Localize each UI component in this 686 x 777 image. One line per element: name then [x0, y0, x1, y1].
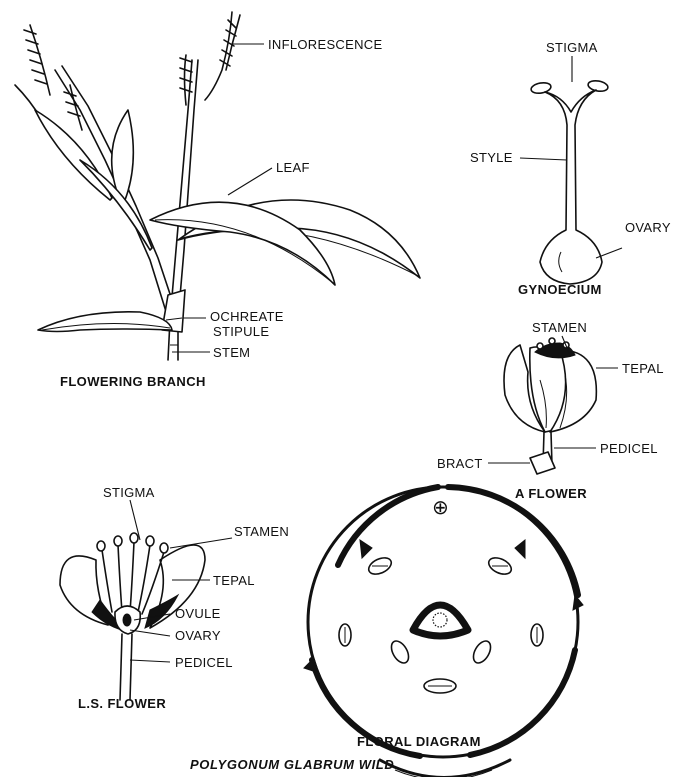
label-ls-ovary: OVARY [175, 628, 221, 643]
label-ochreate-stipule-line1: OCHREATE [210, 309, 284, 324]
label-gynoecium-style: STYLE [470, 150, 513, 165]
figure-title: POLYGONUM GLABRUM WILD [190, 757, 394, 772]
gynoecium-drawing [530, 79, 608, 284]
floral-formula-symbol: ⊕ [432, 495, 449, 519]
leaves [35, 110, 420, 332]
label-inflorescence: INFLORESCENCE [268, 37, 382, 52]
label-flower-stamen: STAMEN [532, 320, 587, 335]
label-ochreate-stipule-line2: STIPULE [213, 324, 269, 339]
label-gynoecium-stigma: STIGMA [546, 40, 598, 55]
caption-a-flower: A FLOWER [515, 486, 587, 501]
label-ls-pedicel: PEDICEL [175, 655, 233, 670]
label-leaf: LEAF [276, 160, 310, 175]
label-ls-stigma: STIGMA [103, 485, 155, 500]
label-ls-ovule: OVULE [175, 606, 221, 621]
flowering-branch-drawing [15, 12, 420, 360]
caption-flowering-branch: FLOWERING BRANCH [60, 374, 206, 389]
a-flower-drawing [504, 338, 596, 474]
label-ls-stamen: STAMEN [234, 524, 289, 539]
label-flower-bract: BRACT [437, 456, 483, 471]
label-flower-pedicel: PEDICEL [600, 441, 658, 456]
label-gynoecium-ovary: OVARY [625, 220, 671, 235]
caption-floral-diagram: FLORAL DIAGRAM [357, 734, 481, 749]
label-ls-tepal: TEPAL [213, 573, 255, 588]
label-stem: STEM [213, 345, 250, 360]
caption-ls-flower: L.S. FLOWER [78, 696, 166, 711]
caption-gynoecium: GYNOECIUM [518, 282, 602, 297]
ls-stamens [97, 533, 168, 614]
label-flower-tepal: TEPAL [622, 361, 664, 376]
